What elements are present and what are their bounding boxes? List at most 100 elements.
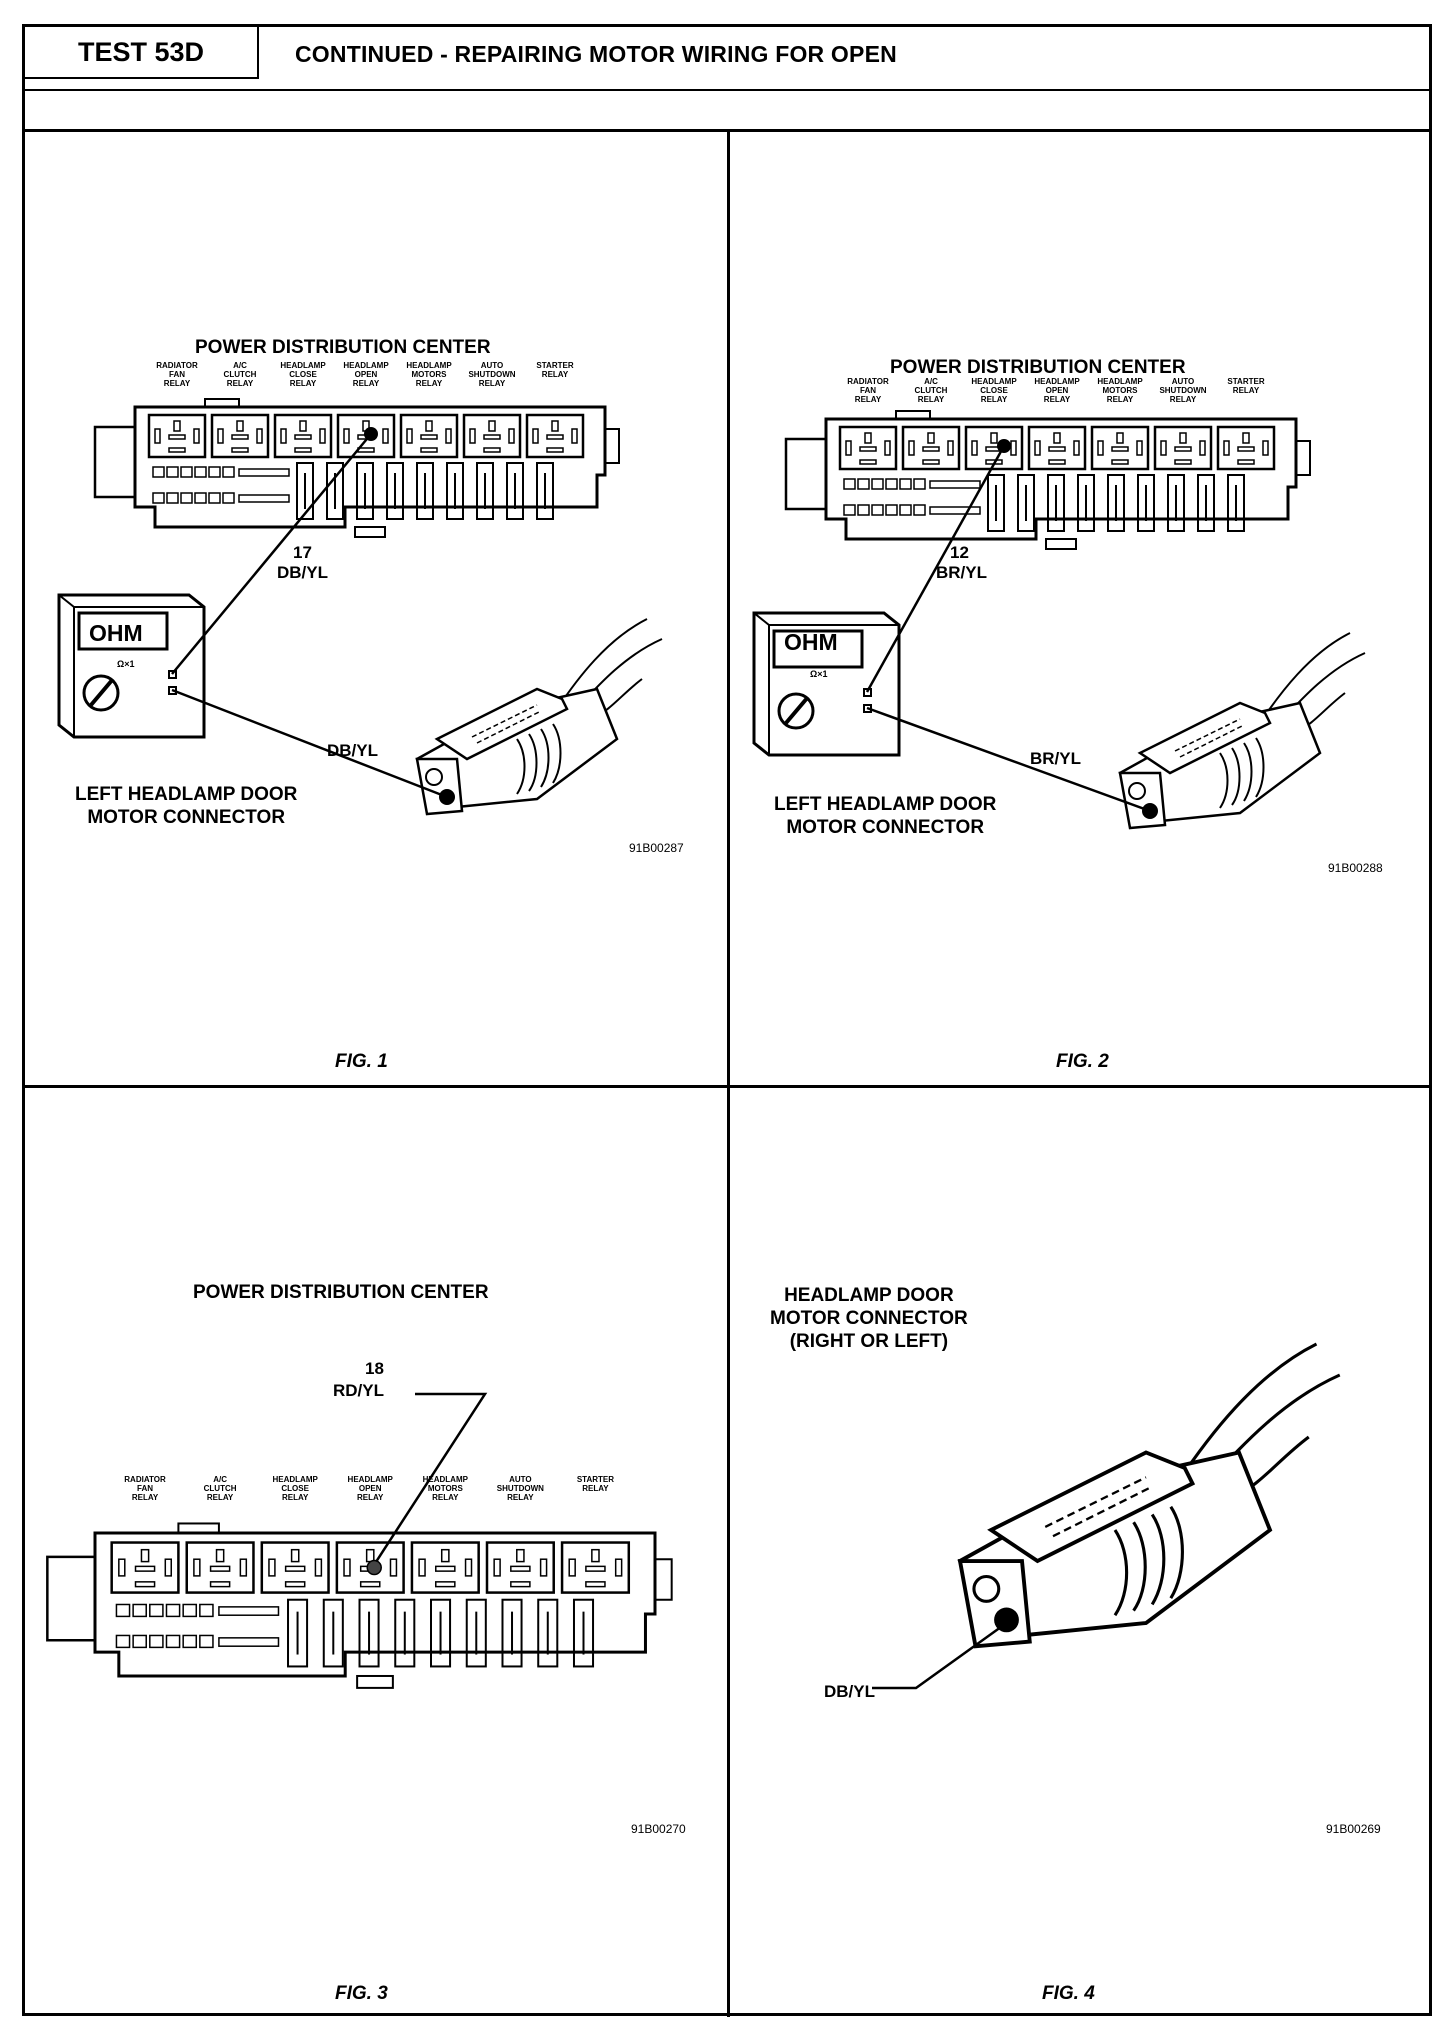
relay-label: AUTO SHUTDOWN RELAY [496,1475,544,1502]
fig3-panel: POWER DISTRIBUTION CENTER 18 RD/YL 91B00… [25,1088,727,2017]
fig3-relay-pin [418,1558,426,1577]
fig2-relay-pin [845,440,852,456]
fig3-relay-pin [568,1558,576,1577]
fig3-relay-socket [110,1541,180,1594]
fig1-relay-pin [445,428,452,444]
fig2-relay-pin [1136,440,1143,456]
fig1-relay-socket [273,413,333,459]
fig2-cartridge-fuse [1227,474,1245,532]
fig1-panel: POWER DISTRIBUTION CENTER 17 DB/YL OHM Ω… [25,129,727,1085]
fig2-pdc-bottom-tab [1045,538,1077,550]
fig2-connector-wire: BR/YL [1030,749,1081,768]
fig2-pdc-right-clip [1296,440,1311,476]
fig1-connector-latch [434,687,569,761]
fig2-relay-pin [908,440,915,456]
test-label: TEST 53D [25,27,259,79]
fig2-relay-pin [1262,440,1269,456]
fig2-mini-fuse [843,504,856,516]
fig2-latch-ridges [1174,718,1245,758]
fig3-wire-color: RD/YL [333,1381,384,1400]
fig3-relay-pin [284,1565,306,1572]
fig3-cartridge-fuse [501,1598,523,1668]
fig3-maxi-fuse [218,1637,280,1647]
fig1-relay-pin [299,420,307,432]
fig1-cartridge-fuse [386,462,404,520]
fig2-mini-fuse [885,478,898,490]
fig1-pdc-side-bracket [93,425,135,499]
fig2-relay-socket [838,425,898,471]
header-row [25,27,1429,91]
fig1-relay-pin [488,420,496,432]
fig2-panel: POWER DISTRIBUTION CENTER 12 BR/YL OHM Ω… [730,129,1432,1085]
fig1-mini-fuse [194,466,207,478]
fig2-connector-face [1118,771,1167,830]
fig1-relay-pin [173,420,181,432]
fig1-relay-pin [294,434,312,440]
fig3-relay-pin [510,1565,531,1572]
fig3-mini-fuse [149,1603,164,1618]
fig3-cartridge-fuse [287,1598,309,1668]
fig1-test-lead [171,433,372,675]
fig3-relay-socket [485,1541,555,1594]
fig1-cartridge-fuse [446,462,464,520]
fig1-pdc-housing [133,405,607,529]
fig3-cartridge-fuse [465,1598,487,1668]
fig3-relay-pin [134,1581,156,1588]
fig1-relay-pin [483,434,501,440]
fig2-relay-pin [1160,440,1167,456]
fig2-mini-fuse [871,504,884,516]
fig1-meter-edge [58,594,204,737]
fig2-test-lead [865,445,1006,693]
fig1-pdc-right-clip [605,428,620,464]
fig1-ohmmeter [57,593,206,739]
fig1-connector-wire: DB/YL [327,741,378,760]
fig3-relay-pin [215,1548,225,1563]
fig3-leader-line [375,1392,488,1563]
fig1-connector [415,618,663,816]
fig1-cartridge-fuse [296,462,314,520]
fig3-relay-pin [585,1581,606,1588]
fig1-pdc-bottom-tab [354,526,386,538]
fig1-latch-ridges [471,704,542,744]
fig3-pdc-right-clip [655,1558,673,1601]
fig3-cartridge-fuse [430,1598,452,1668]
fig3-relay-socket [185,1541,255,1594]
fig1-relay-socket [462,413,522,459]
fig2-connector [1118,632,1366,830]
fig1-relay-socket [210,413,270,459]
fig3-relay-pin [539,1558,548,1577]
relay-label: AUTO SHUTDOWN RELAY [1159,377,1207,404]
fig1-mini-fuse [180,492,193,504]
fig2-pdc-side-bracket [784,437,826,511]
fig3-relay-pin [209,1581,231,1588]
fig1-cartridge-fuse [476,462,494,520]
fig2-relay-pin [1048,446,1066,452]
relay-label: HEADLAMP CLOSE RELAY [280,361,326,388]
fig2-terminal-cavity [1128,782,1146,800]
fig2-mini-fuse [913,478,926,490]
fig3-wire-number: 18 [365,1359,384,1378]
fig2-connector-seal [1219,737,1265,809]
manual-page: TEST 53D CONTINUED - REPAIRING MOTOR WIR… [22,24,1432,2017]
fig4-latch-ridges [1044,1476,1153,1538]
fig1-relay-pin [551,420,559,432]
fig2-maxi-fuse [929,506,981,515]
fig1-relay-socket [525,413,585,459]
relay-label: HEADLAMP OPEN RELAY [347,1475,393,1502]
fig3-cartridge-fuse [394,1598,416,1668]
fig1-relay-socket [147,413,207,459]
fig3-mini-fuse [149,1634,164,1649]
fig2-mini-fuse [899,478,912,490]
fig3-code: 91B00270 [631,1822,686,1836]
fig4-connector-latch [987,1450,1196,1564]
fig3-relay-pin [493,1558,501,1577]
fig2-code: 91B00288 [1328,861,1383,875]
fig2-relay-pin [947,440,954,456]
fig2-relay-pin [1010,440,1017,456]
fig1-pdc [93,398,620,538]
fig3-relay-pin [118,1558,126,1577]
fig1-mini-fuse [152,492,165,504]
fig3-relay-pin [591,1548,600,1563]
fig2-pdc-top-tab [895,410,931,420]
fig2-relay-pin [927,432,935,444]
